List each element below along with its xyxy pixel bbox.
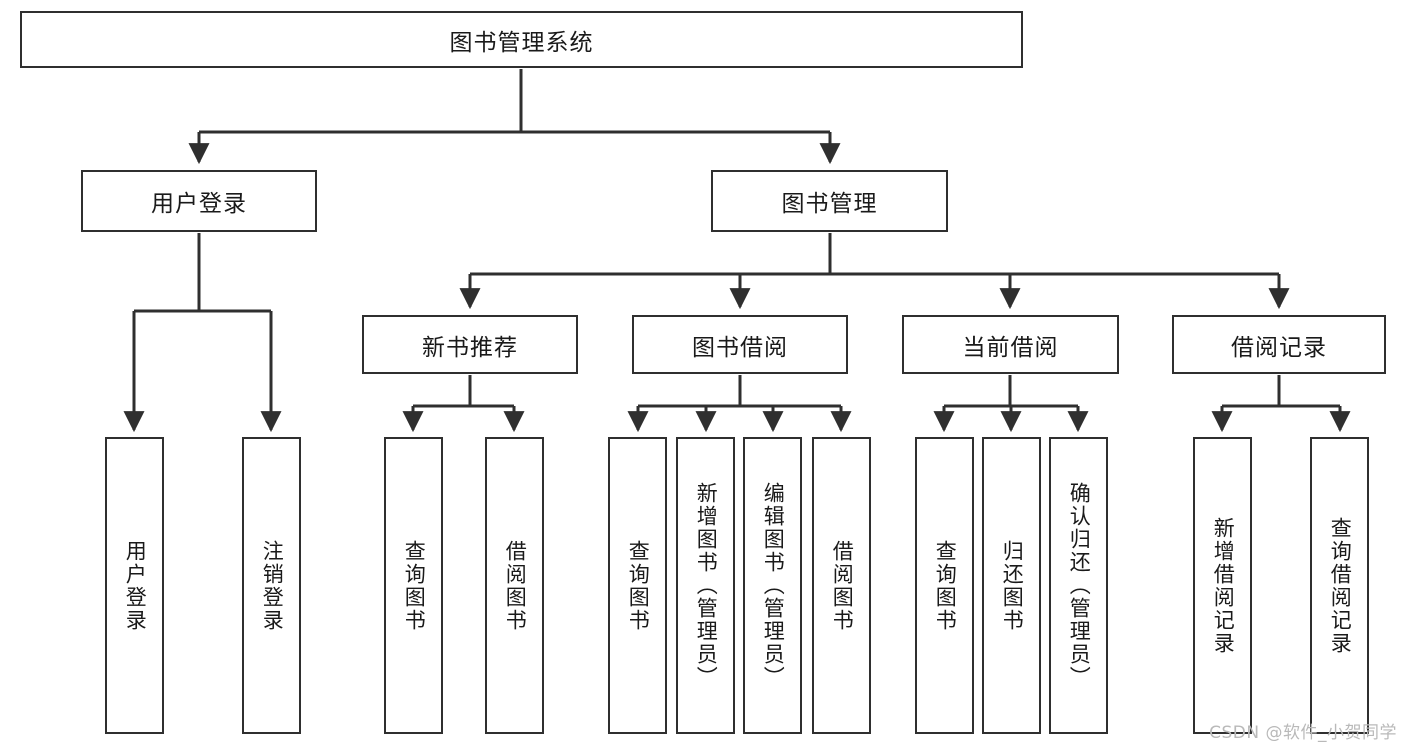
node-label: 确认归还（管理员） xyxy=(1067,482,1092,689)
node-label: 归还图书 xyxy=(1000,539,1025,632)
node-label: 查询借阅记录 xyxy=(1328,516,1353,655)
node-leaf-logout-login[interactable]: 注销登录 xyxy=(242,437,301,734)
node-leaf-borrow-book-2[interactable]: 借阅图书 xyxy=(812,437,871,734)
node-book-borrow[interactable]: 图书借阅 xyxy=(632,315,848,374)
node-label: 当前借阅 xyxy=(962,334,1059,361)
node-leaf-return-book[interactable]: 归还图书 xyxy=(982,437,1041,734)
node-label: 新增借阅记录 xyxy=(1211,516,1236,655)
node-leaf-edit-book[interactable]: 编辑图书（管理员） xyxy=(743,437,802,734)
node-leaf-query-book-3[interactable]: 查询图书 xyxy=(915,437,974,734)
node-label: 图书借阅 xyxy=(692,334,788,361)
node-label: 图书管理 xyxy=(781,191,878,217)
node-label: 借阅记录 xyxy=(1231,334,1327,361)
node-label: 用户登录 xyxy=(123,539,148,632)
node-label: 查询图书 xyxy=(402,539,427,632)
node-book-manage[interactable]: 图书管理 xyxy=(711,170,948,232)
node-leaf-confirm-return[interactable]: 确认归还（管理员） xyxy=(1049,437,1108,734)
node-leaf-user-login[interactable]: 用户登录 xyxy=(105,437,164,734)
node-borrow-record[interactable]: 借阅记录 xyxy=(1172,315,1386,374)
node-leaf-query-book-1[interactable]: 查询图书 xyxy=(384,437,443,734)
node-leaf-query-book-2[interactable]: 查询图书 xyxy=(608,437,667,734)
node-label: 查询图书 xyxy=(626,539,651,632)
node-label: 用户登录 xyxy=(151,191,247,217)
node-book-management-system[interactable]: 图书管理系统 xyxy=(20,11,1023,68)
node-label: 新书推荐 xyxy=(422,334,518,361)
node-user-login[interactable]: 用户登录 xyxy=(81,170,317,232)
node-leaf-borrow-book-1[interactable]: 借阅图书 xyxy=(485,437,544,734)
node-leaf-query-record[interactable]: 查询借阅记录 xyxy=(1310,437,1369,734)
node-leaf-add-record[interactable]: 新增借阅记录 xyxy=(1193,437,1252,734)
node-label: 借阅图书 xyxy=(830,539,855,632)
node-label: 借阅图书 xyxy=(503,539,528,632)
node-current-borrow[interactable]: 当前借阅 xyxy=(902,315,1119,374)
node-label: 新增图书（管理员） xyxy=(694,482,719,689)
node-leaf-add-book[interactable]: 新增图书（管理员） xyxy=(676,437,735,734)
node-label: 注销登录 xyxy=(260,539,285,632)
node-label: 编辑图书（管理员） xyxy=(761,482,786,689)
node-label: 图书管理系统 xyxy=(449,29,594,56)
node-new-book-recommend[interactable]: 新书推荐 xyxy=(362,315,578,374)
node-label: 查询图书 xyxy=(933,539,958,632)
